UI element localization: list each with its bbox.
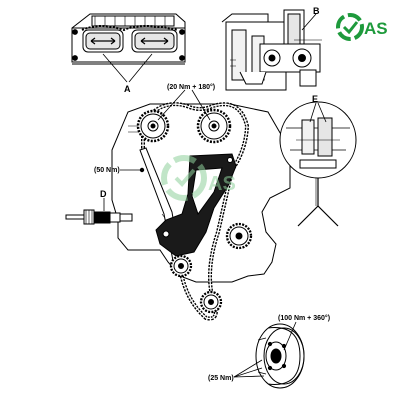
right-camshaft-sprocket: [196, 108, 232, 144]
brand-logo-text: AS: [364, 19, 388, 38]
watermark-text: AS: [208, 173, 236, 195]
brand-logo: AS: [336, 13, 388, 41]
inset-b-camshaft-locking: [221, 9, 322, 91]
pulley-torque-leaders: [233, 321, 297, 378]
watermark-logo: AS: [161, 155, 236, 201]
left-camshaft-sprocket: [136, 109, 170, 143]
timing-chain: [141, 102, 250, 321]
intermediate-sprocket: [225, 222, 253, 250]
callout-a-leaders: [102, 53, 153, 83]
crankshaft-sprocket: [199, 290, 223, 314]
callout-b-leader: [301, 13, 317, 31]
oil-pump-sprocket: [169, 254, 193, 278]
callout-a-label: A: [124, 84, 131, 94]
callout-e-label: E: [312, 94, 318, 104]
callout-b-label: B: [313, 6, 320, 16]
chain-guide-bracket: [155, 153, 237, 257]
camshaft-torque-spec: (20 Nm + 180°): [167, 83, 215, 91]
pulley-bolts-torque-spec: (25 Nm): [208, 375, 234, 382]
inset-e-detail: [279, 101, 357, 179]
y-shaped-tool: [297, 178, 339, 227]
inset-a-camshaft-adjusters: [71, 13, 186, 65]
callout-e-leaders: [309, 102, 327, 123]
tensioner-torque-spec: (50 Nm): [94, 167, 120, 174]
tool-d-tensioner-tool: [65, 209, 133, 225]
camshaft-torque-leaders: [157, 89, 211, 121]
callout-d-label: D: [100, 189, 107, 199]
tensioner-bolt: [139, 167, 145, 173]
pulley-center-torque-spec: (100 Nm + 360°): [278, 314, 330, 322]
crankshaft-pulley: [255, 323, 305, 389]
